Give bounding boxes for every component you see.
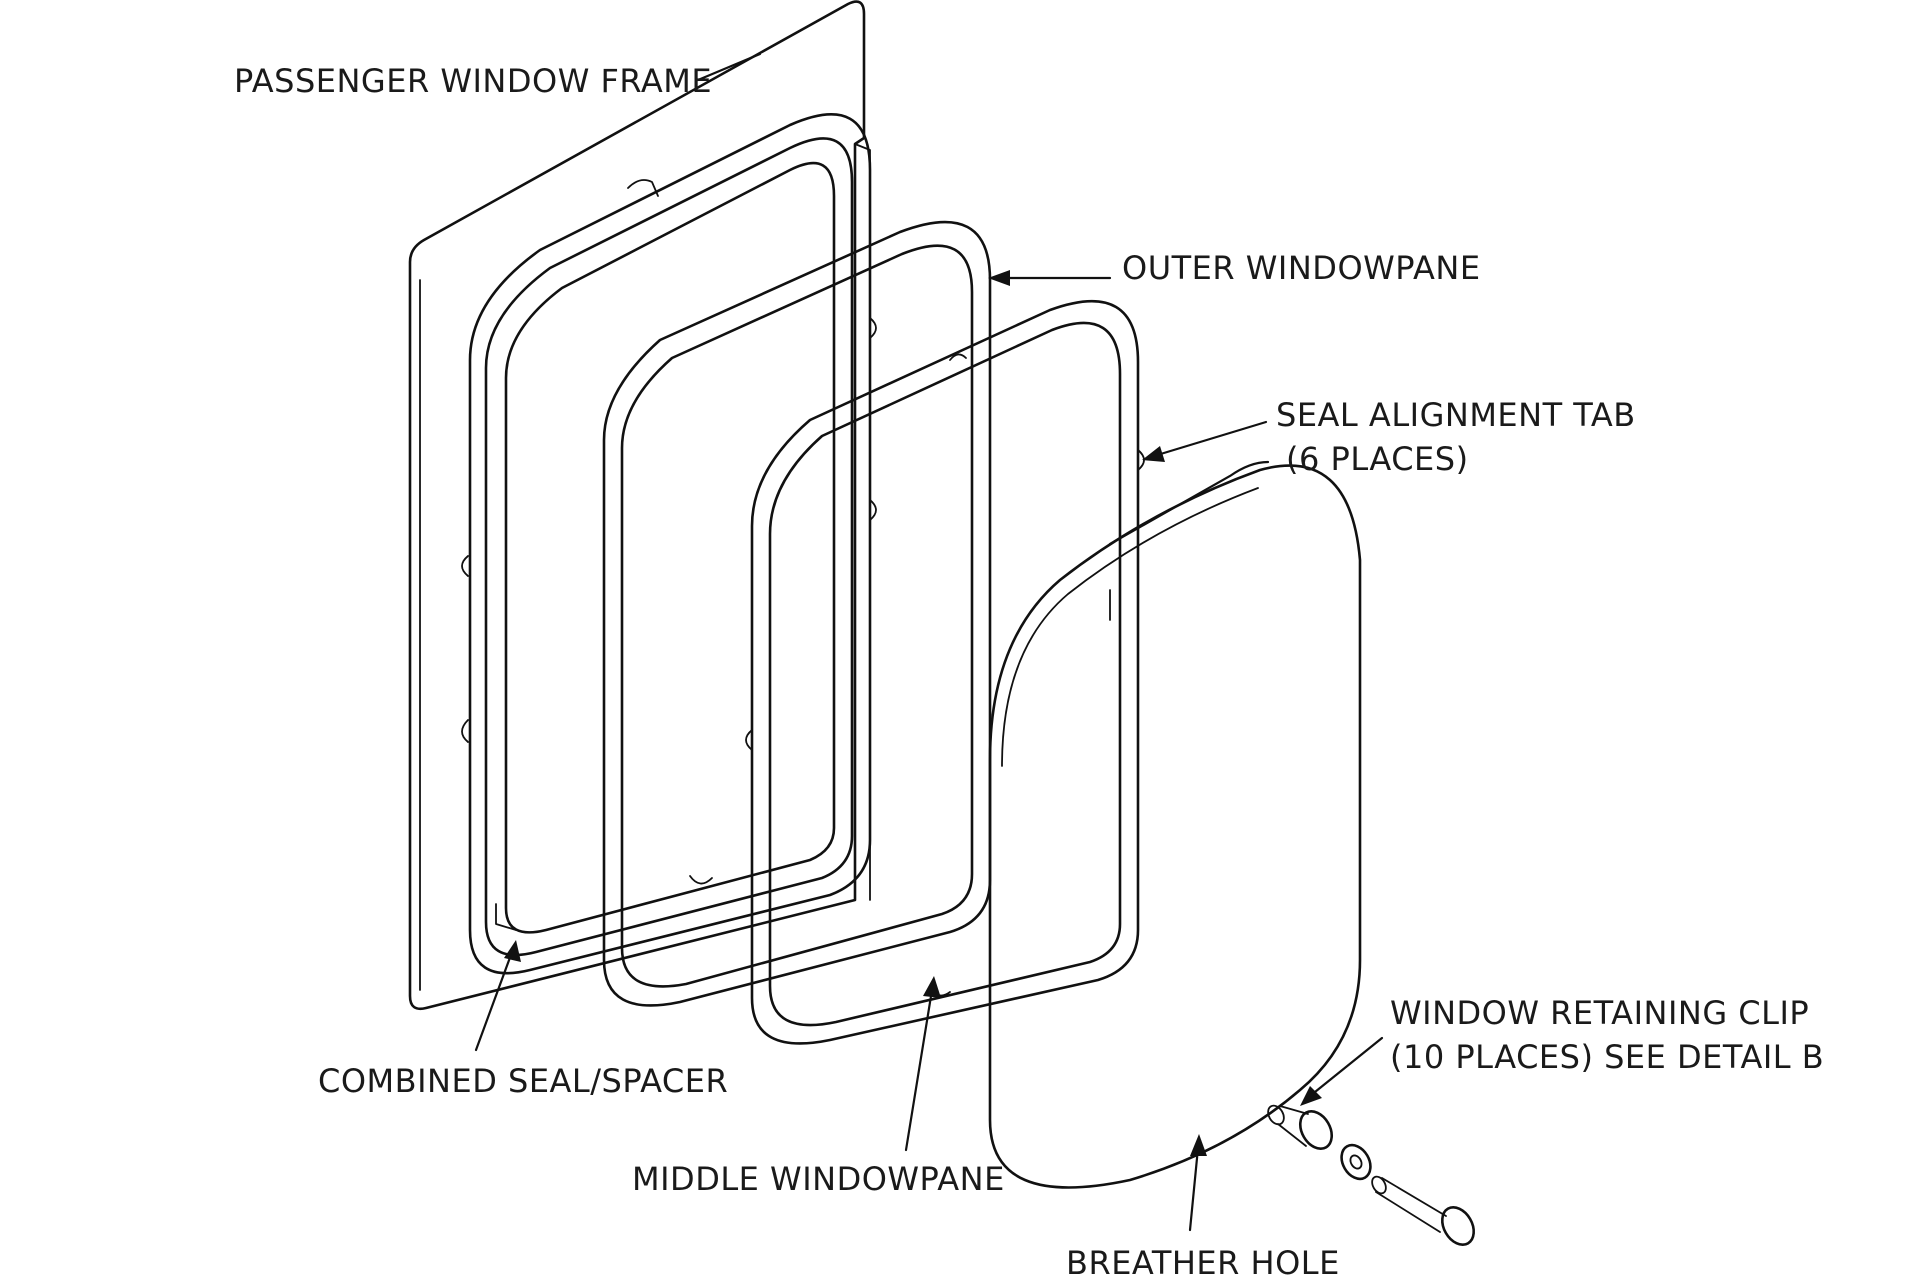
- leader-combined-seal-spacer: [474, 940, 521, 1052]
- leader-passenger-window-frame: [696, 52, 762, 82]
- leader-breather-hole: [1188, 1134, 1207, 1232]
- label-passenger-window-frame: PASSENGER WINDOW FRAME: [234, 62, 712, 100]
- label-window-retaining-clip-detail: (10 PLACES) SEE DETAIL B: [1390, 1038, 1824, 1076]
- window-retaining-clip: [1267, 1104, 1476, 1246]
- passenger-window-frame: [408, 0, 871, 1011]
- combined-seal-spacer: [461, 113, 877, 975]
- label-window-retaining-clip: WINDOW RETAINING CLIP: [1390, 994, 1809, 1032]
- label-breather-hole: BREATHER HOLE: [1066, 1244, 1340, 1280]
- label-outer-windowpane: OUTER WINDOWPANE: [1122, 249, 1481, 287]
- label-seal-alignment-tab: SEAL ALIGNMENT TAB: [1276, 396, 1636, 434]
- front-windowpane: [988, 464, 1362, 1189]
- leader-middle-windowpane: [904, 976, 941, 1152]
- leader-window-retaining-clip: [1300, 1036, 1384, 1106]
- leader-outer-windowpane: [988, 270, 1112, 286]
- outer-windowpane: [602, 220, 992, 1007]
- leader-seal-alignment-tab: [1108, 420, 1270, 546]
- label-middle-windowpane: MIDDLE WINDOWPANE: [632, 1160, 1005, 1198]
- label-combined-seal-spacer: COMBINED SEAL/SPACER: [318, 1062, 728, 1100]
- label-seal-alignment-tab-count: (6 PLACES): [1286, 440, 1469, 478]
